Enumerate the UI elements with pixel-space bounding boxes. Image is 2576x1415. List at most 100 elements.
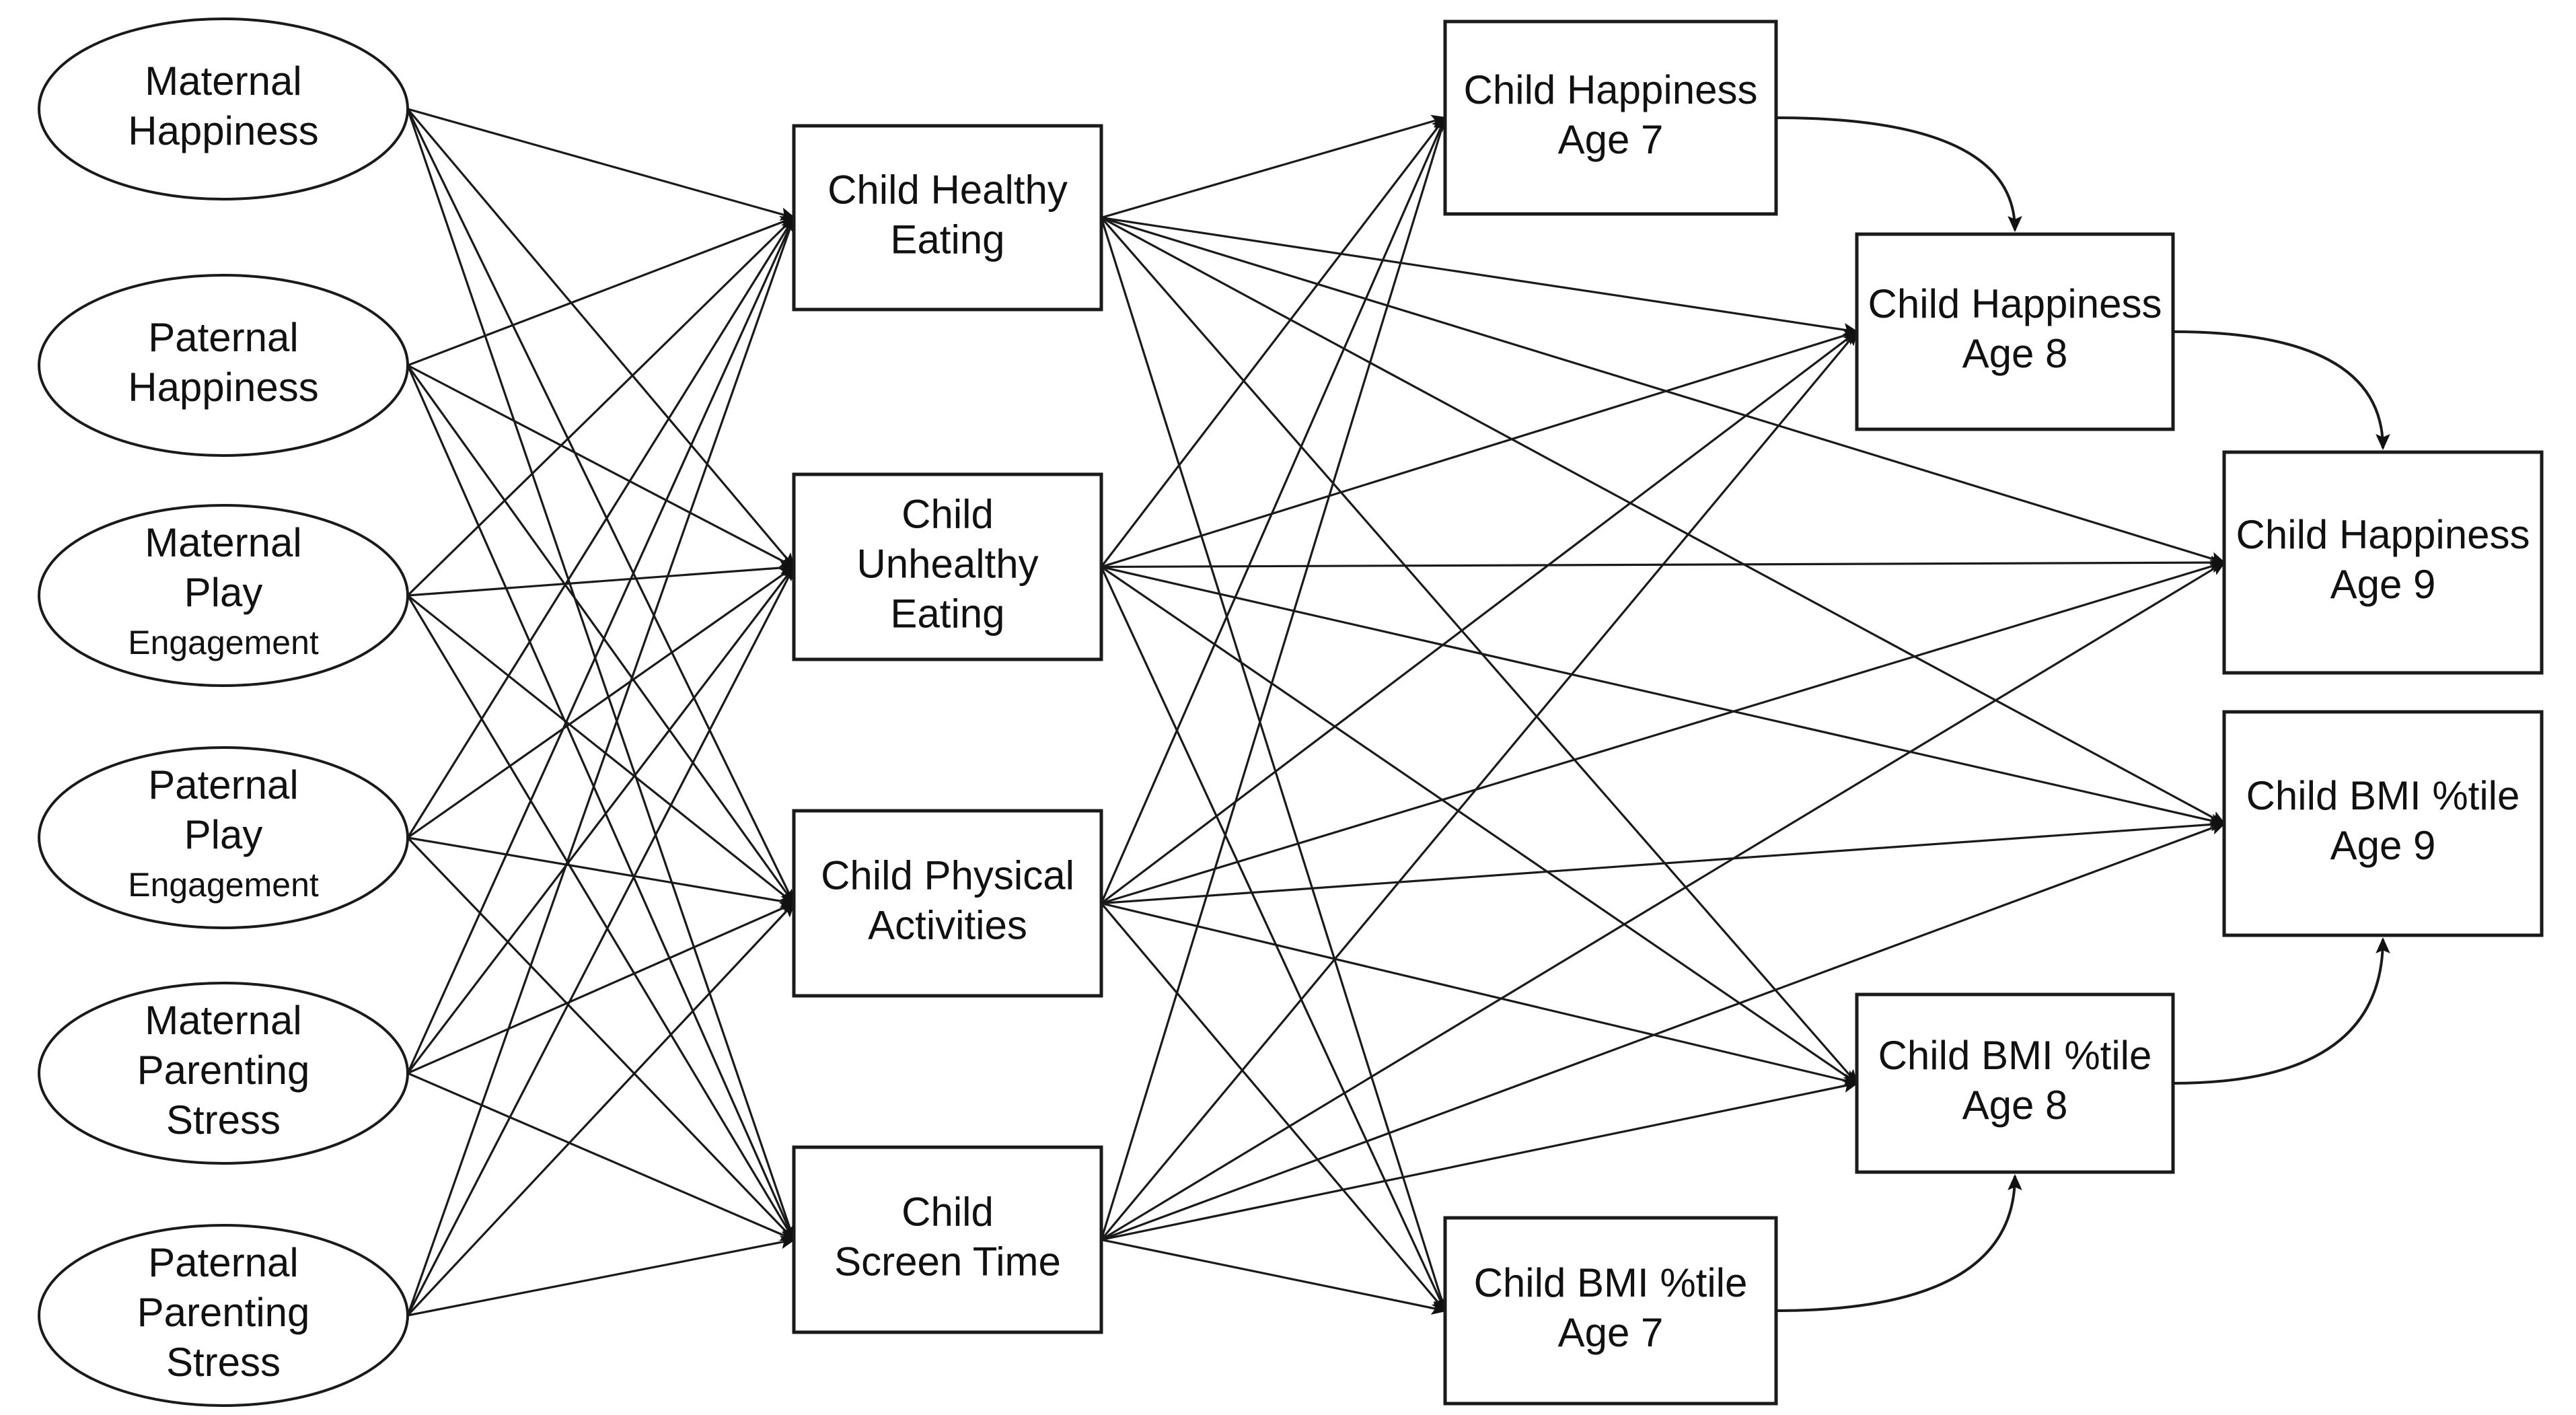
maternal-parenting-stress-label-line-3: Stress [166, 1097, 281, 1142]
maternal-parenting-stress-ellipse [38, 982, 409, 1165]
child-happiness-age-8-box [1855, 232, 2175, 431]
edge-child-physical-activities-to-child-happiness-age-7 [1100, 116, 1446, 904]
paternal-play-engagement-label-line-3: Engagement [128, 866, 319, 904]
child-unhealthy-eating-label-line-2: Unhealthy [856, 541, 1038, 586]
edge-maternal-happiness-to-child-screen-time [406, 108, 797, 1242]
edge-child-screen-time-to-child-bmi-pctile-age-9 [1101, 822, 2226, 1241]
edge-child-physical-activities-to-child-happiness-age-9 [1101, 560, 2226, 905]
child-unhealthy-eating-label-line-1: Child [901, 491, 994, 536]
edge-paternal-play-engagement-to-child-physical-activities [407, 836, 796, 908]
child-happiness-age-9-label-line-2: Age 9 [2330, 562, 2436, 607]
child-unhealthy-eating-box [792, 472, 1103, 661]
edge-child-unhealthy-eating-to-child-happiness-age-7 [1100, 116, 1446, 568]
paternal-happiness-ellipse [38, 274, 409, 457]
edge-paternal-parenting-stress-to-child-healthy-eating [406, 215, 797, 1316]
child-bmi-pctile-age-9-label-line-1: Child BMI %tile [2246, 773, 2520, 818]
edge-maternal-play-engagement-to-child-screen-time [406, 595, 795, 1241]
child-happiness-age-7-label-line-1: Child Happiness [1464, 67, 1758, 112]
edge-child-screen-time-to-child-happiness-age-7 [1100, 116, 1448, 1240]
child-healthy-eating-box [792, 124, 1103, 312]
child-bmi-pctile-age-9-box [2222, 710, 2544, 937]
child-physical-activities-label-line-2: Activities [868, 902, 1027, 947]
maternal-happiness-label-line-1: Maternal [145, 59, 301, 104]
maternal-happiness-ellipse [38, 17, 409, 201]
maternal-parenting-stress-label-line-1: Maternal [145, 998, 301, 1043]
child-bmi-pctile-age-9-label-line-2: Age 9 [2330, 823, 2436, 868]
edge-child-unhealthy-eating-to-child-happiness-age-8 [1101, 329, 1859, 569]
curved-edge-child-happiness-age-8-to-child-happiness-age-9 [2172, 330, 2390, 450]
edge-paternal-parenting-stress-to-child-screen-time [407, 1235, 796, 1317]
paternal-happiness-label-line-1: Paternal [148, 315, 298, 360]
edge-paternal-play-engagement-to-child-screen-time [406, 836, 795, 1241]
edge-paternal-happiness-to-child-screen-time [406, 365, 795, 1242]
edge-child-physical-activities-to-child-bmi-pctile-age-7 [1100, 902, 1446, 1313]
curved-edge-child-happiness-age-7-to-child-happiness-age-8 [1775, 116, 2022, 232]
edge-child-screen-time-to-child-happiness-age-9 [1101, 561, 2226, 1241]
child-happiness-age-9-box [2222, 450, 2544, 675]
maternal-play-engagement-label-line-1: Maternal [145, 520, 301, 565]
edge-maternal-play-engagement-to-child-physical-activities [407, 594, 796, 905]
edge-maternal-happiness-to-child-physical-activities [406, 108, 795, 906]
edge-child-healthy-eating-to-child-happiness-age-7 [1101, 114, 1447, 219]
paternal-parenting-stress-label-line-2: Parenting [137, 1290, 310, 1335]
paternal-parenting-stress-ellipse [38, 1224, 409, 1407]
edge-paternal-parenting-stress-to-child-physical-activities [406, 902, 795, 1317]
child-physical-activities-box [792, 809, 1103, 998]
edge-child-physical-activities-to-child-bmi-pctile-age-8 [1101, 902, 1859, 1087]
curved-edge-child-bmi-pctile-age-7-to-child-bmi-pctile-age-8 [1775, 1174, 2022, 1312]
child-bmi-pctile-age-7-box [1443, 1216, 1778, 1406]
edge-child-screen-time-to-child-happiness-age-8 [1100, 330, 1858, 1241]
edge-child-physical-activities-to-child-happiness-age-8 [1101, 330, 1859, 904]
edge-child-healthy-eating-to-child-bmi-pctile-age-8 [1100, 217, 1858, 1085]
maternal-play-engagement-label-line-2: Play [184, 570, 263, 615]
edge-child-healthy-eating-to-child-happiness-age-9 [1101, 216, 2226, 565]
child-happiness-age-9-label-line-1: Child Happiness [2236, 512, 2530, 557]
edge-maternal-parenting-stress-to-child-healthy-eating [406, 215, 795, 1074]
edge-child-unhealthy-eating-to-child-bmi-pctile-age-8 [1101, 566, 1859, 1085]
paternal-parenting-stress-label-line-1: Paternal [148, 1240, 298, 1285]
edge-child-screen-time-to-child-bmi-pctile-age-7 [1101, 1238, 1447, 1315]
paternal-play-engagement-label-line-1: Paternal [148, 762, 298, 807]
child-happiness-age-7-label-line-2: Age 7 [1558, 117, 1664, 162]
edge-maternal-parenting-stress-to-child-physical-activities [407, 902, 796, 1075]
paternal-play-engagement-label-line-2: Play [184, 812, 263, 857]
child-bmi-pctile-age-8-label-line-1: Child BMI %tile [1878, 1033, 2152, 1078]
maternal-parenting-stress-label-line-2: Parenting [137, 1048, 310, 1093]
edge-child-healthy-eating-to-child-bmi-pctile-age-7 [1100, 217, 1448, 1313]
edge-maternal-play-engagement-to-child-unhealthy-eating [407, 560, 796, 597]
edge-paternal-happiness-to-child-unhealthy-eating [407, 364, 796, 568]
edge-child-physical-activities-to-child-bmi-pctile-age-9 [1101, 818, 2226, 905]
edge-child-screen-time-to-child-bmi-pctile-age-8 [1101, 1079, 1859, 1241]
child-screen-time-label-line-2: Screen Time [834, 1239, 1061, 1284]
edge-maternal-parenting-stress-to-child-unhealthy-eating [406, 565, 795, 1074]
child-screen-time-box [792, 1145, 1103, 1334]
paternal-play-engagement-ellipse [38, 746, 409, 929]
child-healthy-eating-label-line-1: Child Healthy [827, 167, 1068, 212]
child-healthy-eating-label-line-2: Eating [890, 217, 1004, 262]
edge-child-healthy-eating-to-child-happiness-age-8 [1101, 216, 1859, 337]
edge-child-healthy-eating-to-child-bmi-pctile-age-9 [1101, 217, 2226, 825]
maternal-happiness-label-line-2: Happiness [128, 108, 319, 153]
maternal-play-engagement-label-line-3: Engagement [128, 624, 319, 661]
child-happiness-age-7-box [1443, 20, 1778, 216]
child-bmi-pctile-age-7-label-line-2: Age 7 [1558, 1310, 1664, 1355]
edges-layer [406, 108, 2390, 1317]
edge-maternal-happiness-to-child-healthy-eating [407, 108, 796, 221]
